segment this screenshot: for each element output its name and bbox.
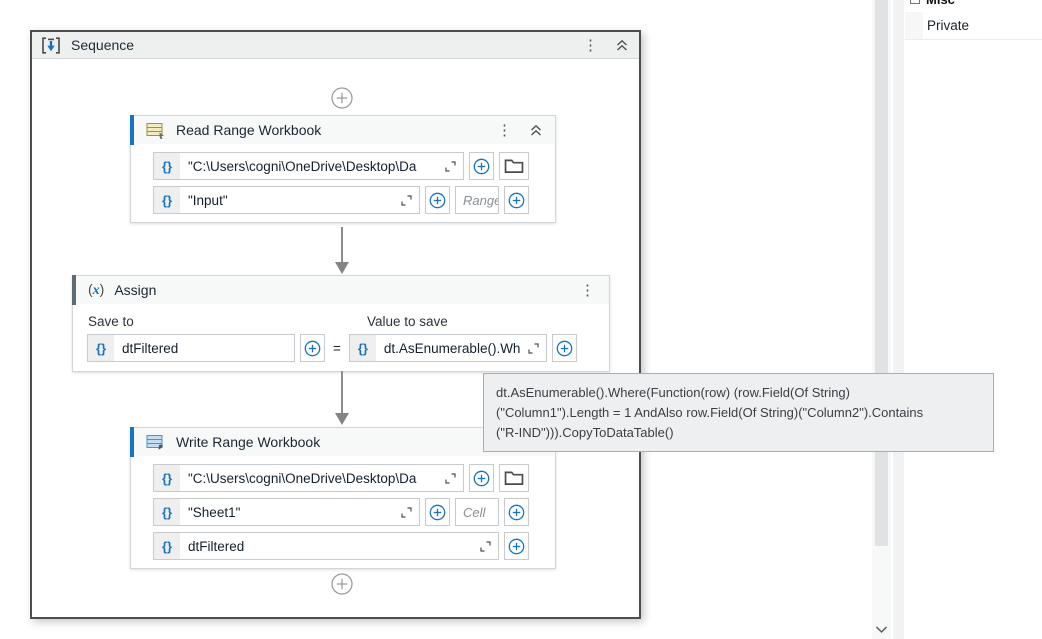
read-range-header[interactable]: Read Range Workbook ⋮ — [130, 115, 555, 145]
folder-icon — [504, 470, 524, 486]
add-activity-bottom-button[interactable] — [331, 573, 353, 595]
write-range-sheet-row: {} "Sheet1" — [153, 498, 529, 526]
read-range-sheet-value[interactable]: "Input" — [188, 192, 228, 208]
assign-save-to-plus-button[interactable] — [300, 334, 325, 362]
write-range-file-path-input[interactable]: {} "C:\Users\cogni\OneDrive\Desktop\Da — [153, 464, 464, 492]
vb-expression-braces-icon: {} — [154, 499, 180, 525]
properties-category-misc[interactable]: Misc — [905, 0, 1042, 11]
read-range-range-input[interactable]: Range — [455, 186, 499, 214]
property-row-private[interactable]: Private — [905, 12, 1042, 40]
read-range-accent-bar — [130, 115, 134, 145]
assign-save-to-value[interactable]: dtFiltered — [122, 340, 179, 356]
read-range-menu-kebab-icon[interactable]: ⋮ — [497, 121, 512, 139]
panel-splitter[interactable] — [893, 0, 904, 639]
write-range-file-row: {} "C:\Users\cogni\OneDrive\Desktop\Da — [153, 464, 529, 492]
tooltip-line: ("R-IND"))).CopyToDataTable() — [496, 425, 674, 441]
category-label: Misc — [926, 0, 955, 7]
write-range-data-value[interactable]: dtFiltered — [188, 538, 245, 554]
read-range-file-path-value[interactable]: "C:\Users\cogni\OneDrive\Desktop\Da — [188, 158, 417, 174]
vertical-scrollbar[interactable] — [872, 0, 891, 639]
open-expression-editor-icon[interactable] — [480, 540, 491, 552]
assign-save-to-input[interactable]: {} dtFiltered — [87, 334, 295, 362]
tooltip-line: dt.AsEnumerable().Where(Function(row) (r… — [496, 385, 850, 400]
save-to-label: Save to — [88, 314, 134, 329]
expression-tooltip: dt.AsEnumerable().Where(Function(row) (r… — [483, 373, 994, 452]
read-range-file-plus-button[interactable] — [469, 152, 494, 180]
sequence-menu-kebab-icon[interactable]: ⋮ — [583, 36, 598, 54]
read-range-file-row: {} "C:\Users\cogni\OneDrive\Desktop\Da — [153, 152, 529, 180]
properties-panel: Misc Private — [905, 0, 1042, 639]
assign-fields-row: {} dtFiltered = {} dt.AsEnumerable().Wh — [87, 334, 595, 362]
property-row-gutter — [905, 12, 923, 39]
open-expression-editor-icon[interactable] — [528, 342, 539, 354]
assign-icon: (x) — [88, 281, 105, 298]
read-range-sheet-row: {} "Input" — [153, 186, 529, 214]
value-to-save-label: Value to save — [367, 314, 448, 329]
assign-title: Assign — [114, 282, 157, 298]
sequence-header[interactable]: Sequence ⋮ — [32, 32, 639, 59]
tooltip-line: ("Column1").Length = 1 AndAlso row.Field… — [496, 405, 924, 421]
write-range-cell-plus-button[interactable] — [504, 498, 529, 526]
write-range-file-path-value[interactable]: "C:\Users\cogni\OneDrive\Desktop\Da — [188, 470, 417, 486]
vb-expression-braces-icon: {} — [154, 533, 180, 559]
folder-icon — [504, 158, 524, 174]
write-range-sheet-value[interactable]: "Sheet1" — [188, 504, 241, 520]
excel-write-range-icon — [146, 434, 166, 451]
read-range-title: Read Range Workbook — [176, 122, 322, 138]
write-range-data-row: {} dtFiltered — [153, 532, 529, 560]
vb-expression-braces-icon: {} — [154, 153, 180, 179]
vb-expression-braces-icon: {} — [349, 335, 376, 361]
write-range-sheet-plus-button[interactable] — [425, 498, 450, 526]
vb-expression-braces-icon: {} — [154, 187, 180, 213]
browse-folder-button[interactable] — [499, 152, 529, 180]
read-range-workbook-activity[interactable]: Read Range Workbook ⋮ {} "C:\Users\c — [130, 115, 556, 223]
write-range-title: Write Range Workbook — [176, 434, 321, 450]
vb-expression-braces-icon: {} — [154, 465, 180, 491]
assign-value-plus-button[interactable] — [551, 334, 577, 362]
write-range-accent-bar — [130, 427, 134, 457]
assign-menu-kebab-icon[interactable]: ⋮ — [580, 281, 595, 299]
write-range-sheet-input[interactable]: {} "Sheet1" — [153, 498, 420, 526]
assign-value-preview[interactable]: dt.AsEnumerable().Wh — [383, 340, 521, 356]
vb-expression-braces-icon: {} — [88, 335, 114, 361]
browse-folder-button[interactable] — [499, 464, 529, 492]
read-range-range-plus-button[interactable] — [504, 186, 529, 214]
read-range-sheet-input[interactable]: {} "Input" — [153, 186, 420, 214]
equals-sign: = — [333, 340, 341, 356]
assign-value-input[interactable]: {} dt.AsEnumerable().Wh — [348, 334, 547, 362]
write-range-file-plus-button[interactable] — [469, 464, 494, 492]
add-activity-top-button[interactable] — [331, 87, 353, 109]
sequence-activity[interactable]: Sequence ⋮ — [30, 30, 641, 619]
assign-accent-bar — [72, 275, 76, 305]
excel-read-range-icon — [146, 122, 166, 139]
open-expression-editor-icon[interactable] — [401, 194, 412, 206]
scrollbar-down-button[interactable] — [875, 626, 888, 634]
assign-activity[interactable]: (x) Assign ⋮ Save to Value to save {} dt… — [72, 275, 610, 372]
open-expression-editor-icon[interactable] — [445, 160, 456, 172]
write-range-data-plus-button[interactable] — [504, 532, 529, 560]
read-range-file-path-input[interactable]: {} "C:\Users\cogni\OneDrive\Desktop\Da — [153, 152, 464, 180]
sequence-title: Sequence — [71, 37, 135, 53]
connector-arrow — [334, 371, 350, 427]
scrollbar-thumb[interactable] — [875, 0, 888, 546]
chevron-down-icon — [875, 626, 888, 634]
write-range-cell-input[interactable]: Cell — [455, 498, 499, 526]
assign-header[interactable]: (x) Assign ⋮ — [72, 275, 609, 305]
open-expression-editor-icon[interactable] — [445, 472, 456, 484]
property-label: Private — [927, 18, 970, 33]
read-range-collapse-icon[interactable] — [529, 124, 543, 137]
connector-arrow — [334, 227, 350, 305]
sequence-icon — [41, 36, 61, 54]
read-range-sheet-plus-button[interactable] — [425, 186, 450, 214]
collapse-minus-box-icon[interactable] — [910, 0, 920, 4]
sequence-collapse-icon[interactable] — [615, 39, 629, 52]
open-expression-editor-icon[interactable] — [401, 506, 412, 518]
write-range-data-input[interactable]: {} dtFiltered — [153, 532, 499, 560]
